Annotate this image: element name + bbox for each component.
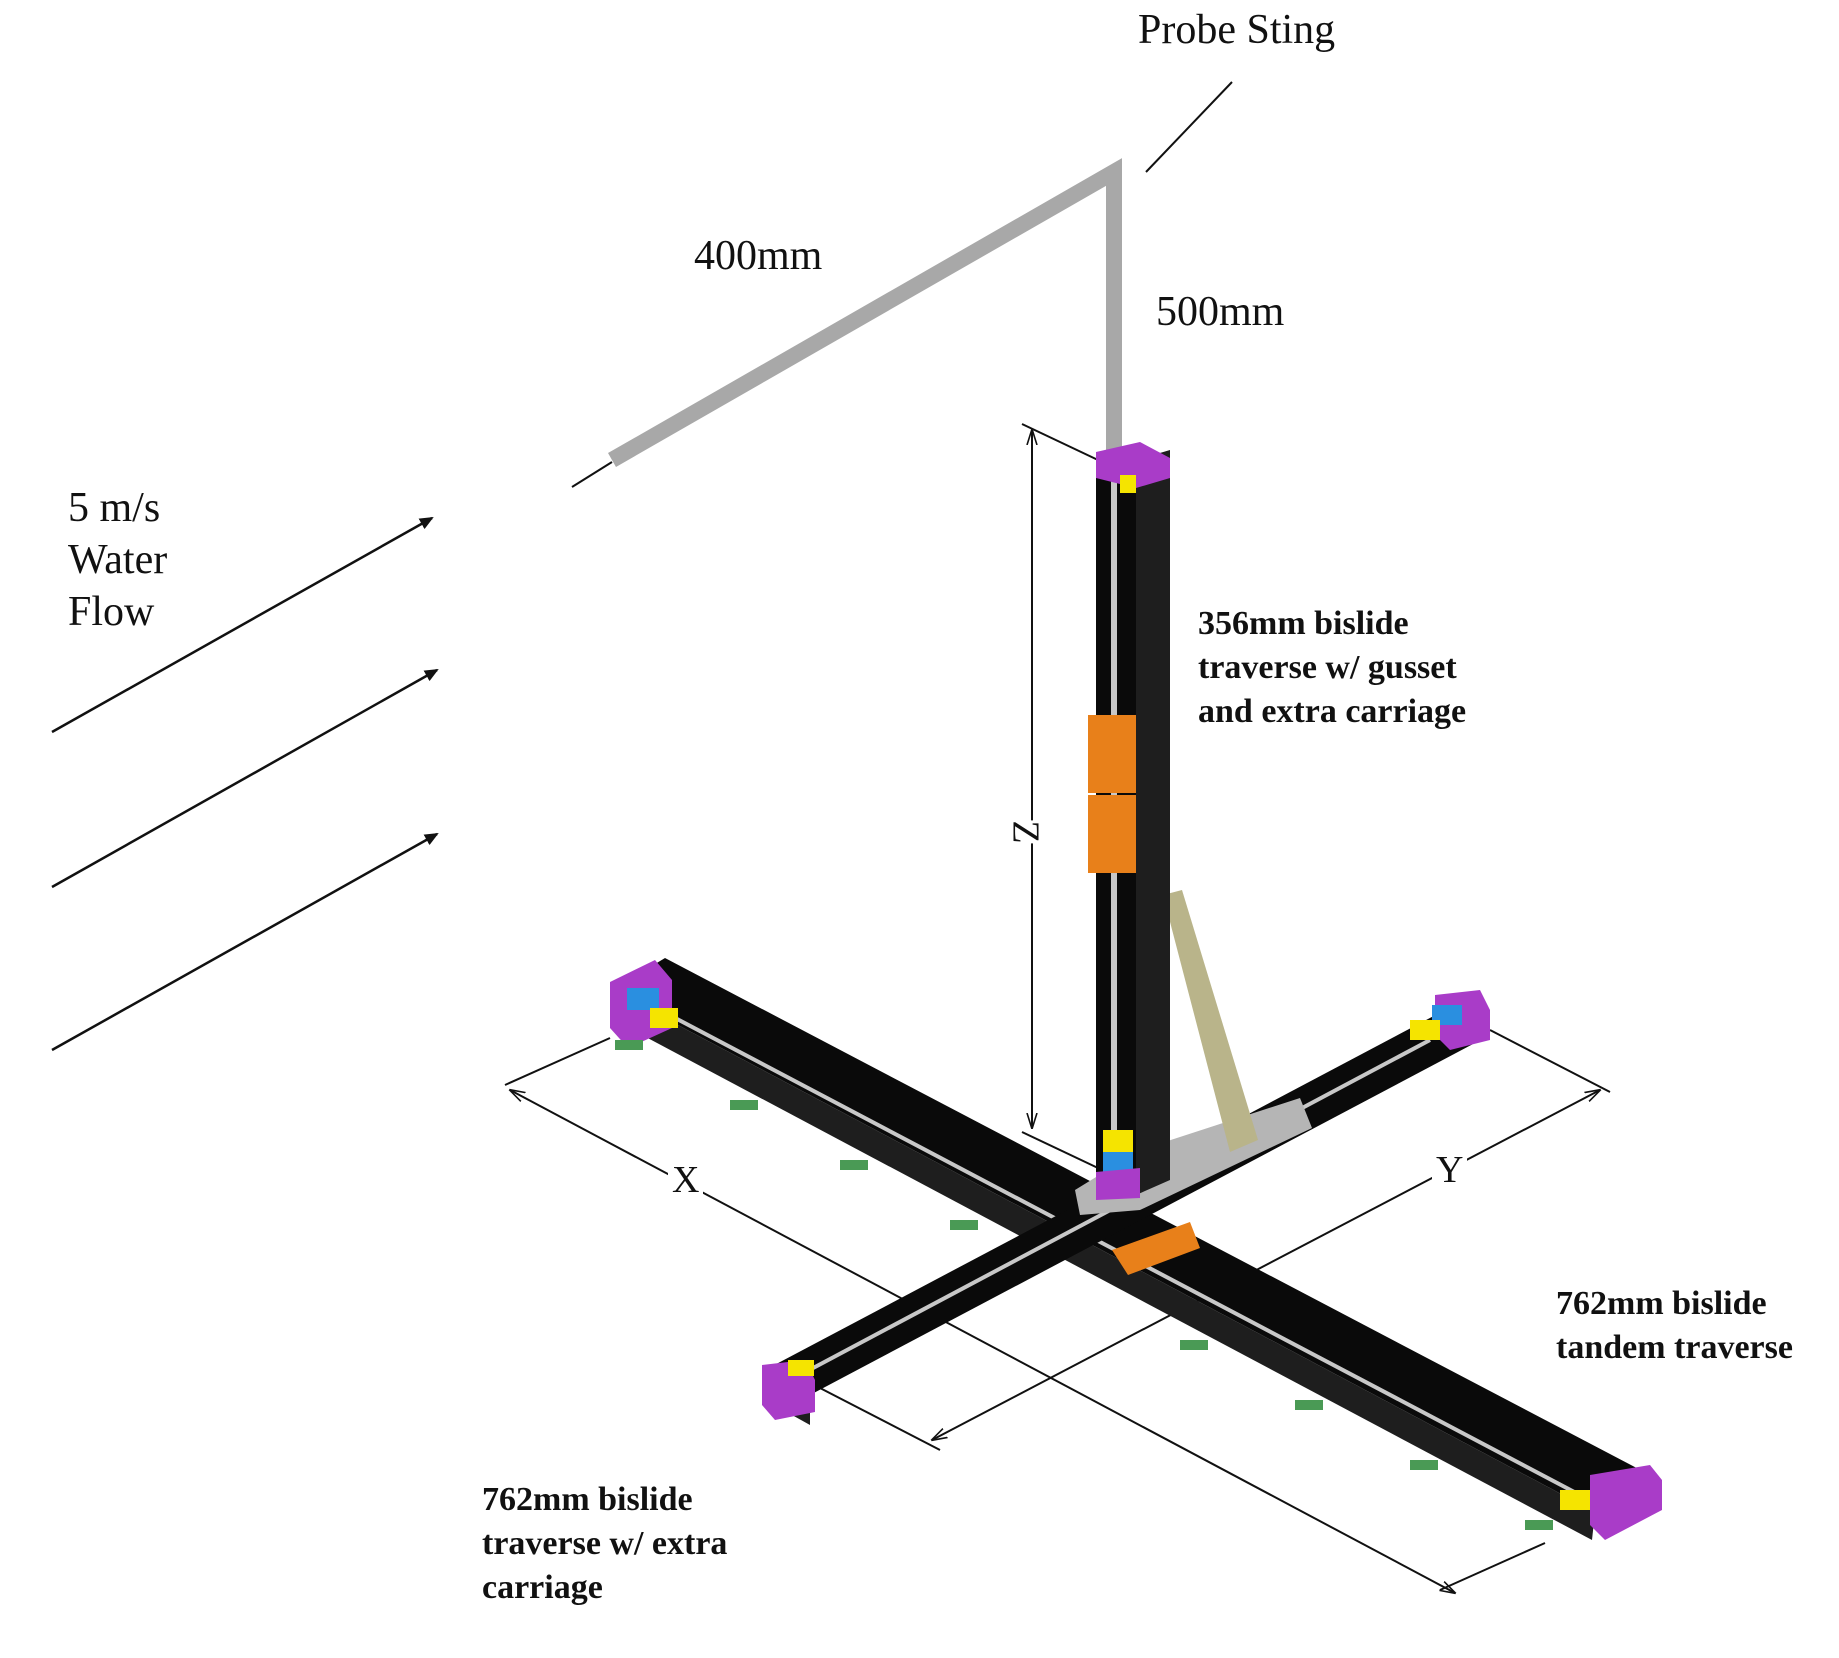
x-dimension-extension-right <box>1439 1542 1546 1591</box>
tandem-traverse-line-2: tandem traverse <box>1556 1329 1793 1366</box>
vertical-column-block-yellow-top <box>1120 475 1136 493</box>
rail-tandem-side <box>610 990 1595 1540</box>
extra-carriage-traverse-line-3: carriage <box>482 1569 603 1606</box>
y-dimension-line <box>932 1090 1600 1440</box>
probe-sting-arm <box>608 158 1122 470</box>
flow-arrow-bottom <box>51 832 439 1052</box>
foot <box>950 1220 978 1230</box>
foot <box>840 1160 868 1170</box>
foot <box>1525 1520 1553 1530</box>
flow-arrow-top <box>51 516 434 734</box>
vertical-column-endcap-bottom <box>1096 1168 1140 1200</box>
center-carriage-orange <box>1112 1222 1200 1275</box>
length-500mm-label: 500mm <box>1156 289 1285 335</box>
vertical-column-side <box>1136 450 1170 1195</box>
tandem-traverse-label: 762mm bislide tandem traverse <box>1556 1282 1793 1370</box>
probe-sting-leader-line <box>1145 81 1233 173</box>
probe-sting-tip-line <box>571 461 613 488</box>
probe-sting <box>571 81 1233 488</box>
foot <box>730 1100 758 1110</box>
foot <box>1410 1460 1438 1470</box>
flow-medium-text: Water <box>68 537 168 583</box>
flow-arrows <box>51 516 439 1052</box>
vertical-column-block-blue-bottom <box>1103 1152 1133 1174</box>
vertical-traverse-line-2: traverse w/ gusset <box>1198 649 1457 686</box>
y-dimension <box>819 1029 1611 1451</box>
axis-y-label: Y <box>1432 1148 1468 1192</box>
rail-tandem-block-blue <box>627 988 659 1010</box>
vertical-column-carriage-upper <box>1088 715 1136 793</box>
rail-extra-carriage-block-yellow-front <box>788 1360 814 1376</box>
tandem-traverse-line-1: 762mm bislide <box>1556 1285 1767 1322</box>
vertical-traverse-label: 356mm bislide traverse w/ gusset and ext… <box>1198 602 1466 734</box>
extra-carriage-traverse-label: 762mm bislide traverse w/ extra carriage <box>482 1478 727 1610</box>
rail-tandem-block-yellow-front <box>1560 1490 1590 1510</box>
foot <box>1180 1340 1208 1350</box>
extra-carriage-traverse-line-2: traverse w/ extra <box>482 1525 728 1562</box>
foot <box>615 1040 643 1050</box>
probe-sting-label: Probe Sting <box>1138 7 1336 53</box>
flow-word-text: Flow <box>68 589 155 635</box>
y-dimension-extension-right <box>1489 1029 1611 1093</box>
foot <box>1295 1400 1323 1410</box>
z-dimension <box>1021 423 1099 1169</box>
x-dimension-extension-left <box>504 1037 611 1086</box>
axis-z-label: Z <box>1001 820 1050 844</box>
rail-extra-carriage-block-yellow <box>1410 1020 1440 1040</box>
vertical-column-endcap-top <box>1096 442 1170 488</box>
gusset <box>1163 890 1258 1152</box>
extra-carriage-traverse-line-1: 762mm bislide <box>482 1481 693 1518</box>
vertical-column-block-yellow-bottom <box>1103 1130 1133 1152</box>
z-dimension-extension-top <box>1021 423 1099 461</box>
vertical-traverse-line-1: 356mm bislide <box>1198 605 1409 642</box>
vertical-column-carriage-lower <box>1088 795 1136 873</box>
flow-label: 5 m/s Water Flow <box>68 482 167 638</box>
vertical-column <box>1088 442 1170 1200</box>
vertical-traverse-line-3: and extra carriage <box>1198 693 1467 730</box>
flow-arrow-middle <box>51 668 439 889</box>
rail-tandem-block-yellow <box>650 1008 678 1028</box>
axis-x-label: X <box>668 1158 704 1202</box>
flow-speed-text: 5 m/s <box>68 485 161 531</box>
rail-tandem-body <box>612 958 1650 1512</box>
rail-tandem-feet <box>615 1040 1553 1530</box>
length-400mm-label: 400mm <box>694 233 823 279</box>
rail-tandem-endcap-front <box>1590 1465 1662 1540</box>
y-dimension-extension-left <box>819 1387 941 1451</box>
